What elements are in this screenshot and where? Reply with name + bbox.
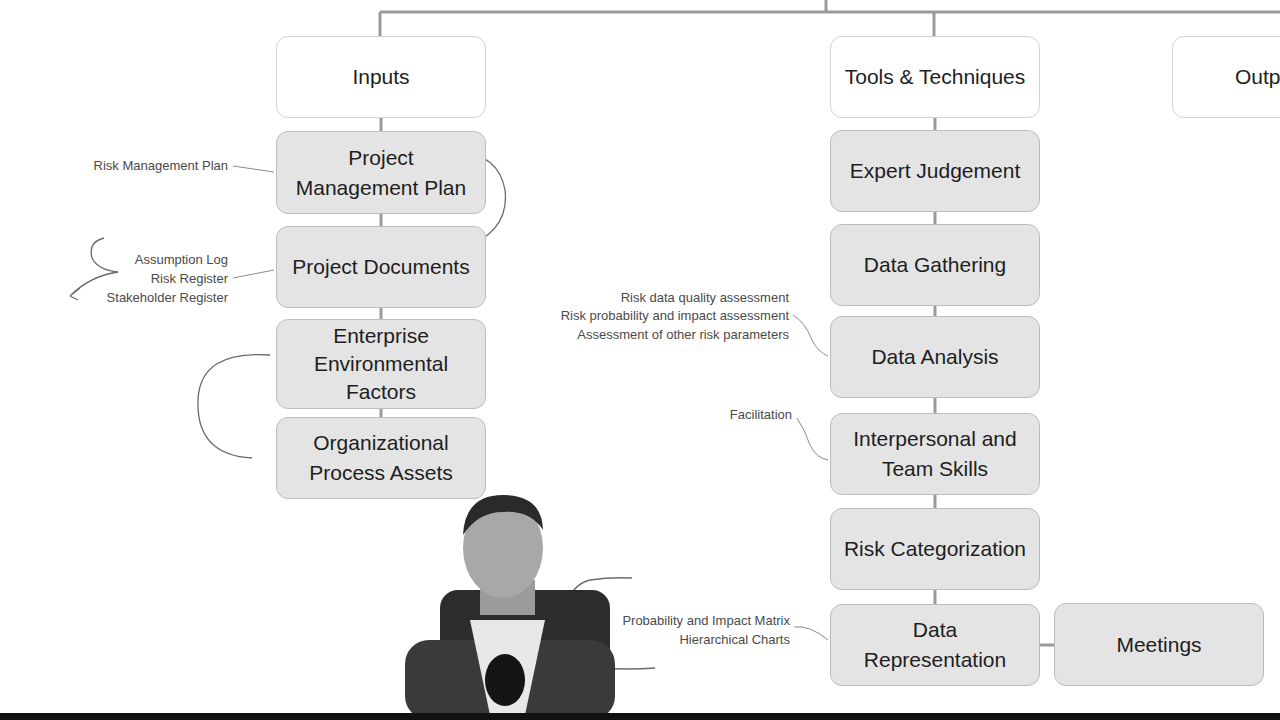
tool-box: Interpersonal and Team Skills — [830, 413, 1040, 495]
node-text: Outp — [1227, 62, 1280, 92]
connector — [1040, 644, 1054, 647]
node-text: Meetings — [1108, 630, 1209, 660]
tool-box: Data Gathering — [830, 224, 1040, 306]
tool-note: Risk probability and impact assessment — [561, 306, 789, 325]
column-header: Tools & Techniques — [830, 36, 1040, 118]
tool-note: Risk data quality assessment — [621, 288, 789, 307]
input-box: Enterprise Environmental Factors — [276, 319, 486, 409]
connector — [380, 118, 383, 131]
tool-box: Meetings — [1054, 603, 1264, 686]
node-text: Project Management Plan — [277, 143, 485, 203]
node-text: Tools & Techniques — [837, 62, 1034, 92]
tool-box: Data Analysis — [830, 316, 1040, 398]
node-text: Inputs — [344, 62, 417, 92]
connector — [380, 214, 383, 226]
column-header: Inputs — [276, 36, 486, 118]
node-text: Expert Judgement — [842, 156, 1028, 186]
connector — [380, 308, 383, 319]
connector — [934, 212, 937, 224]
tool-note: Hierarchical Charts — [679, 630, 790, 649]
connector — [380, 409, 383, 417]
bottom-bar — [0, 713, 1280, 720]
node-text: Data Gathering — [856, 250, 1014, 280]
tool-box: Data Representation — [830, 604, 1040, 686]
node-text: Data Analysis — [863, 342, 1006, 372]
column-header: Outp — [1172, 36, 1280, 118]
node-text: Interpersonal and Team Skills — [831, 424, 1039, 484]
node-text: Project Documents — [284, 252, 477, 282]
connector — [934, 306, 937, 316]
tool-box: Risk Categorization — [830, 508, 1040, 590]
input-note: Stakeholder Register — [107, 288, 228, 307]
tool-note: Probability and Impact Matrix — [622, 611, 790, 630]
bus-lines — [380, 0, 1280, 36]
input-box: Organizational Process Assets — [276, 417, 486, 499]
connector — [934, 495, 937, 508]
input-note: Risk Management Plan — [94, 156, 228, 175]
connector — [934, 118, 937, 130]
connector — [934, 590, 937, 604]
input-note: Risk Register — [151, 269, 228, 288]
leader-lines — [233, 166, 828, 640]
tool-note: Facilitation — [730, 405, 792, 424]
tool-note: Assessment of other risk parameters — [577, 325, 789, 344]
node-text: Enterprise Environmental Factors — [277, 322, 485, 406]
input-box: Project Documents — [276, 226, 486, 308]
tool-box: Expert Judgement — [830, 130, 1040, 212]
presenter-figure — [405, 495, 615, 720]
input-note: Assumption Log — [135, 250, 228, 269]
node-text: Organizational Process Assets — [277, 428, 485, 488]
input-box: Project Management Plan — [276, 131, 486, 214]
node-text: Data Representation — [831, 615, 1039, 675]
node-text: Risk Categorization — [836, 534, 1034, 564]
connector — [934, 398, 937, 413]
